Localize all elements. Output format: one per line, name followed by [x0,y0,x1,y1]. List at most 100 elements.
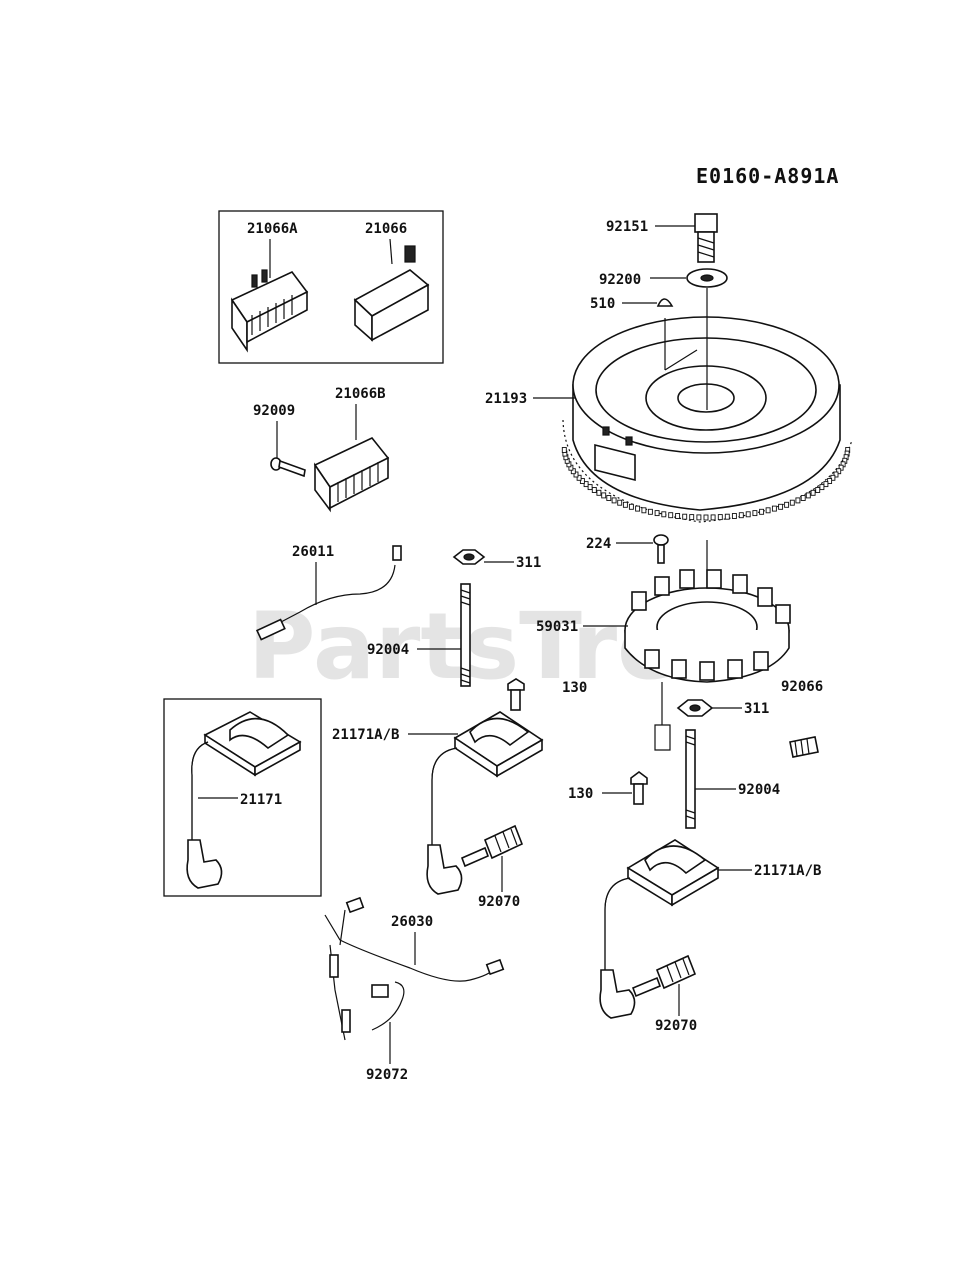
gear-tooth [689,514,695,521]
label-92009: 92009 [253,403,295,419]
gear-tooth [752,510,758,517]
gear-tooth [703,514,709,521]
gear-tooth [628,503,634,510]
gear-tooth [606,495,612,501]
gear-tooth [810,489,816,496]
gear-tooth [682,513,688,520]
gear-tooth [745,511,751,518]
gear-tooth [668,512,674,519]
label-21171ab-left: 21171A/B [332,727,399,743]
label-21066b: 21066B [335,386,386,402]
label-92004-left: 92004 [367,642,409,658]
gear-tooth [635,505,641,512]
washer-92200[interactable] [686,268,728,288]
label-92070-right: 92070 [655,1018,697,1034]
label-224: 224 [586,536,611,552]
gear-tooth [765,507,771,514]
gear-tooth [696,514,702,521]
nut-311-lower[interactable] [676,699,714,717]
leader-21066 [389,238,393,265]
gear-tooth [778,503,784,510]
lead-92072[interactable] [371,981,405,1031]
gear-tooth [601,492,607,499]
screw-224[interactable] [653,534,669,564]
label-26030: 26030 [391,914,433,930]
gear-tooth [805,492,811,499]
gear-tooth [622,501,628,508]
gear-tooth [717,514,723,521]
label-92066: 92066 [781,679,823,695]
label-21171ab-right: 21171A/B [754,863,821,879]
stud-92004-left[interactable] [460,583,471,687]
gear-tooth [611,497,617,504]
gear-tooth [647,508,653,515]
gear-tooth [561,447,567,453]
diagram-code: E0160-A891A [696,164,839,188]
regulator-21066a[interactable] [230,269,309,353]
gear-tooth [617,499,623,506]
ignition-coil-21171ab-left[interactable] [426,711,544,895]
label-92151: 92151 [606,219,648,235]
gear-tooth [579,478,585,484]
gear-tooth [836,468,842,475]
flywheel-21193[interactable] [562,316,853,523]
label-21193: 21193 [485,391,527,407]
gear-tooth [827,478,833,484]
bolt-130-upper[interactable] [507,678,525,711]
label-21171: 21171 [240,792,282,808]
gear-tooth [731,513,737,519]
gear-tooth [784,501,790,508]
gear-tooth [759,508,765,515]
gear-tooth [795,497,801,504]
label-311-lower: 311 [744,701,769,717]
harness-26030[interactable] [324,896,505,1041]
label-21066: 21066 [365,221,407,237]
label-130-upper: 130 [562,680,587,696]
key-510[interactable] [656,298,674,307]
gear-tooth [587,484,593,491]
regulator-options-box [218,210,444,364]
gear-tooth [823,481,829,488]
gear-tooth [661,511,667,518]
plug-92066[interactable] [789,736,819,758]
gear-tooth [641,507,647,514]
gear-tooth [771,505,777,512]
spark-plug-92070-left[interactable] [460,824,524,868]
gear-tooth [591,487,597,493]
gear-tooth [573,471,579,478]
bolt-92151[interactable] [694,213,718,263]
lead-wire-26011[interactable] [255,545,402,641]
label-92004-right: 92004 [738,782,780,798]
gear-tooth [789,499,795,506]
bolt-130-lower[interactable] [630,771,648,805]
screw-92009[interactable] [270,457,306,478]
stud-92004-right[interactable] [685,729,696,829]
label-21066a: 21066A [247,221,298,237]
label-26011: 26011 [292,544,334,560]
regulator-21066b[interactable] [313,437,390,513]
label-92072: 92072 [366,1067,408,1083]
label-311-upper: 311 [516,555,541,571]
gear-tooth [738,512,744,519]
label-510: 510 [590,296,615,312]
gear-tooth [724,513,730,520]
gear-tooth [596,489,602,496]
spark-plug-92070-right[interactable] [631,954,697,998]
gear-tooth [576,474,582,481]
gear-tooth [710,514,716,521]
gear-tooth [800,495,806,501]
gear-tooth [833,471,839,478]
stator-59031[interactable] [624,569,791,751]
flywheel-ring-gear [561,447,851,521]
nut-311-upper[interactable] [452,549,486,565]
gear-tooth [830,474,836,481]
ignition-coil-21171[interactable] [186,711,302,889]
gear-tooth [819,484,825,491]
gear-tooth [815,487,821,493]
gear-tooth [675,513,681,519]
label-59031: 59031 [536,619,578,635]
gear-tooth [654,510,660,517]
ignition-coil-21171ab-right[interactable] [599,839,720,1019]
regulator-21066[interactable] [353,245,430,342]
